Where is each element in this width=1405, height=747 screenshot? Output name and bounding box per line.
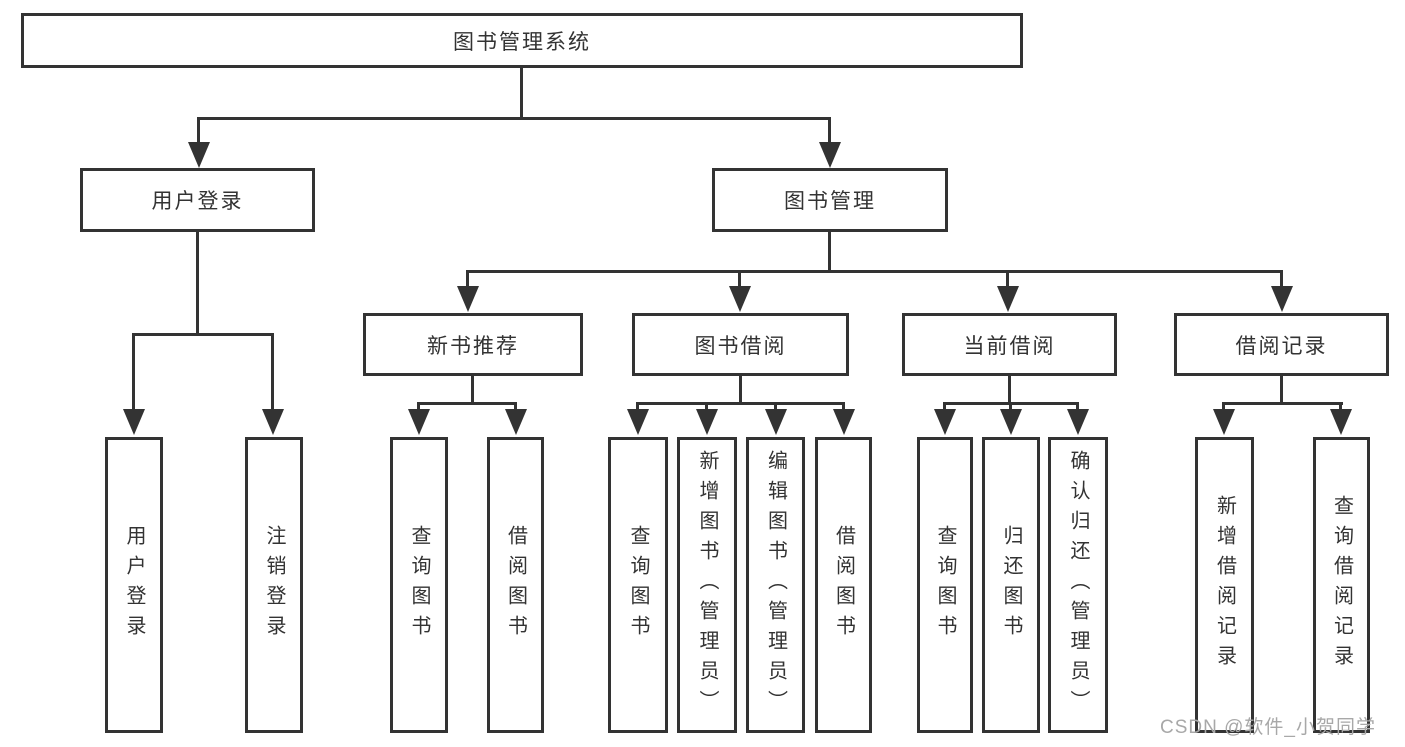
connector-drop-section — [466, 272, 469, 288]
connector-section-stem — [471, 376, 474, 405]
connector-user-login-bus — [132, 333, 274, 336]
leaf-br-query-record: 查询借阅记录 — [1313, 437, 1370, 733]
branch-node-book-management: 图书管理 — [712, 168, 948, 232]
connector-section-bus — [943, 402, 1079, 405]
leaf-bb-add-books-admin: 新增图书（管理员） — [677, 437, 737, 733]
section-node-label: 图书借阅 — [694, 334, 787, 358]
arrowhead-icon — [1330, 409, 1352, 435]
section-node-book-borrowing: 图书借阅 — [632, 313, 849, 376]
leaf-label: 归还图书 — [1000, 525, 1022, 645]
arrowhead-icon — [1271, 286, 1293, 312]
leaf-bb-query-books: 查询图书 — [608, 437, 668, 733]
connector-drop-leaf — [636, 404, 639, 411]
connector-root-bus — [197, 117, 831, 120]
leaf-label: 新增借阅记录 — [1213, 495, 1236, 675]
arrowhead-icon — [505, 409, 527, 435]
arrowhead-icon — [833, 409, 855, 435]
connector-drop-book-management — [828, 119, 831, 145]
section-node-label: 新书推荐 — [427, 334, 519, 358]
root-node-label: 图书管理系统 — [453, 30, 591, 54]
arrowhead-icon — [1067, 409, 1089, 435]
arrowhead-icon — [765, 409, 787, 435]
arrowhead-icon — [408, 409, 430, 435]
leaf-label: 用户登录 — [123, 525, 145, 645]
connector-drop-section — [1280, 272, 1283, 288]
connector-section-stem — [1008, 376, 1011, 405]
leaf-nbr-query-books: 查询图书 — [390, 437, 448, 733]
leaf-label: 确认归还（管理员） — [1067, 450, 1089, 720]
connector-drop-user-login — [197, 119, 200, 145]
leaf-user-login: 用户登录 — [105, 437, 163, 733]
arrowhead-icon — [819, 142, 841, 168]
leaf-bb-edit-books-admin: 编辑图书（管理员） — [746, 437, 805, 733]
section-node-borrowing-records: 借阅记录 — [1174, 313, 1389, 376]
section-node-current-borrowing: 当前借阅 — [902, 313, 1117, 376]
connector-section-bus — [1222, 402, 1343, 405]
leaf-label: 查询图书 — [627, 525, 649, 645]
connector-section-bus — [636, 402, 845, 405]
leaf-br-add-record: 新增借阅记录 — [1195, 437, 1254, 733]
leaf-cb-return-books: 归还图书 — [982, 437, 1040, 733]
arrowhead-icon — [1213, 409, 1235, 435]
arrowhead-icon — [627, 409, 649, 435]
connector-drop-leaf — [1339, 404, 1342, 411]
branch-node-label: 图书管理 — [784, 190, 876, 213]
arrowhead-icon — [997, 286, 1019, 312]
connector-drop-leaf — [1222, 404, 1225, 411]
connector-drop-section — [1006, 272, 1009, 288]
arrowhead-icon — [123, 409, 145, 435]
csdn-watermark: CSDN @软件_小贺同学 — [1160, 717, 1376, 738]
leaf-label: 查询图书 — [934, 525, 956, 645]
section-node-new-book-recommend: 新书推荐 — [363, 313, 583, 376]
leaf-logout: 注销登录 — [245, 437, 303, 733]
section-node-label: 借阅记录 — [1235, 334, 1328, 358]
arrowhead-icon — [934, 409, 956, 435]
leaf-label: 编辑图书（管理员） — [764, 450, 787, 720]
connector-drop-leaf — [842, 404, 845, 411]
leaf-label: 借阅图书 — [832, 525, 855, 645]
connector-drop-leaf — [514, 404, 517, 411]
leaf-cb-query-books: 查询图书 — [917, 437, 973, 733]
arrowhead-icon — [457, 286, 479, 312]
connector-user-login-stem — [196, 232, 199, 336]
connector-book-mgmt-stem — [828, 232, 831, 273]
connector-section-bus — [417, 402, 517, 405]
connector-section-stem — [739, 376, 742, 405]
leaf-label: 注销登录 — [263, 525, 285, 645]
connector-drop-leaf — [1009, 404, 1012, 411]
leaf-label: 借阅图书 — [504, 525, 527, 645]
connector-drop-leaf — [1076, 404, 1079, 411]
leaf-label: 查询图书 — [408, 525, 430, 645]
connector-book-mgmt-bus — [466, 270, 1283, 273]
connector-drop-leaf — [943, 404, 946, 411]
arrowhead-icon — [696, 409, 718, 435]
leaf-label: 查询借阅记录 — [1330, 495, 1353, 675]
arrowhead-icon — [1000, 409, 1022, 435]
branch-node-label: 用户登录 — [151, 190, 244, 213]
leaf-bb-borrow-books: 借阅图书 — [815, 437, 872, 733]
connector-drop-leaf — [271, 335, 274, 410]
connector-root-stem — [520, 66, 523, 119]
connector-drop-leaf — [705, 404, 708, 411]
connector-drop-section — [738, 272, 741, 288]
connector-section-stem — [1280, 376, 1283, 405]
root-node-library-system: 图书管理系统 — [21, 13, 1023, 68]
section-node-label: 当前借阅 — [963, 334, 1056, 358]
leaf-label: 新增图书（管理员） — [696, 450, 718, 720]
connector-drop-leaf — [417, 404, 420, 411]
connector-drop-leaf — [774, 404, 777, 411]
arrowhead-icon — [262, 409, 284, 435]
connector-drop-leaf — [132, 335, 135, 410]
leaf-nbr-borrow-books: 借阅图书 — [487, 437, 544, 733]
branch-node-user-login: 用户登录 — [80, 168, 315, 232]
leaf-cb-confirm-return-admin: 确认归还（管理员） — [1048, 437, 1108, 733]
arrowhead-icon — [729, 286, 751, 312]
arrowhead-icon — [188, 142, 210, 168]
